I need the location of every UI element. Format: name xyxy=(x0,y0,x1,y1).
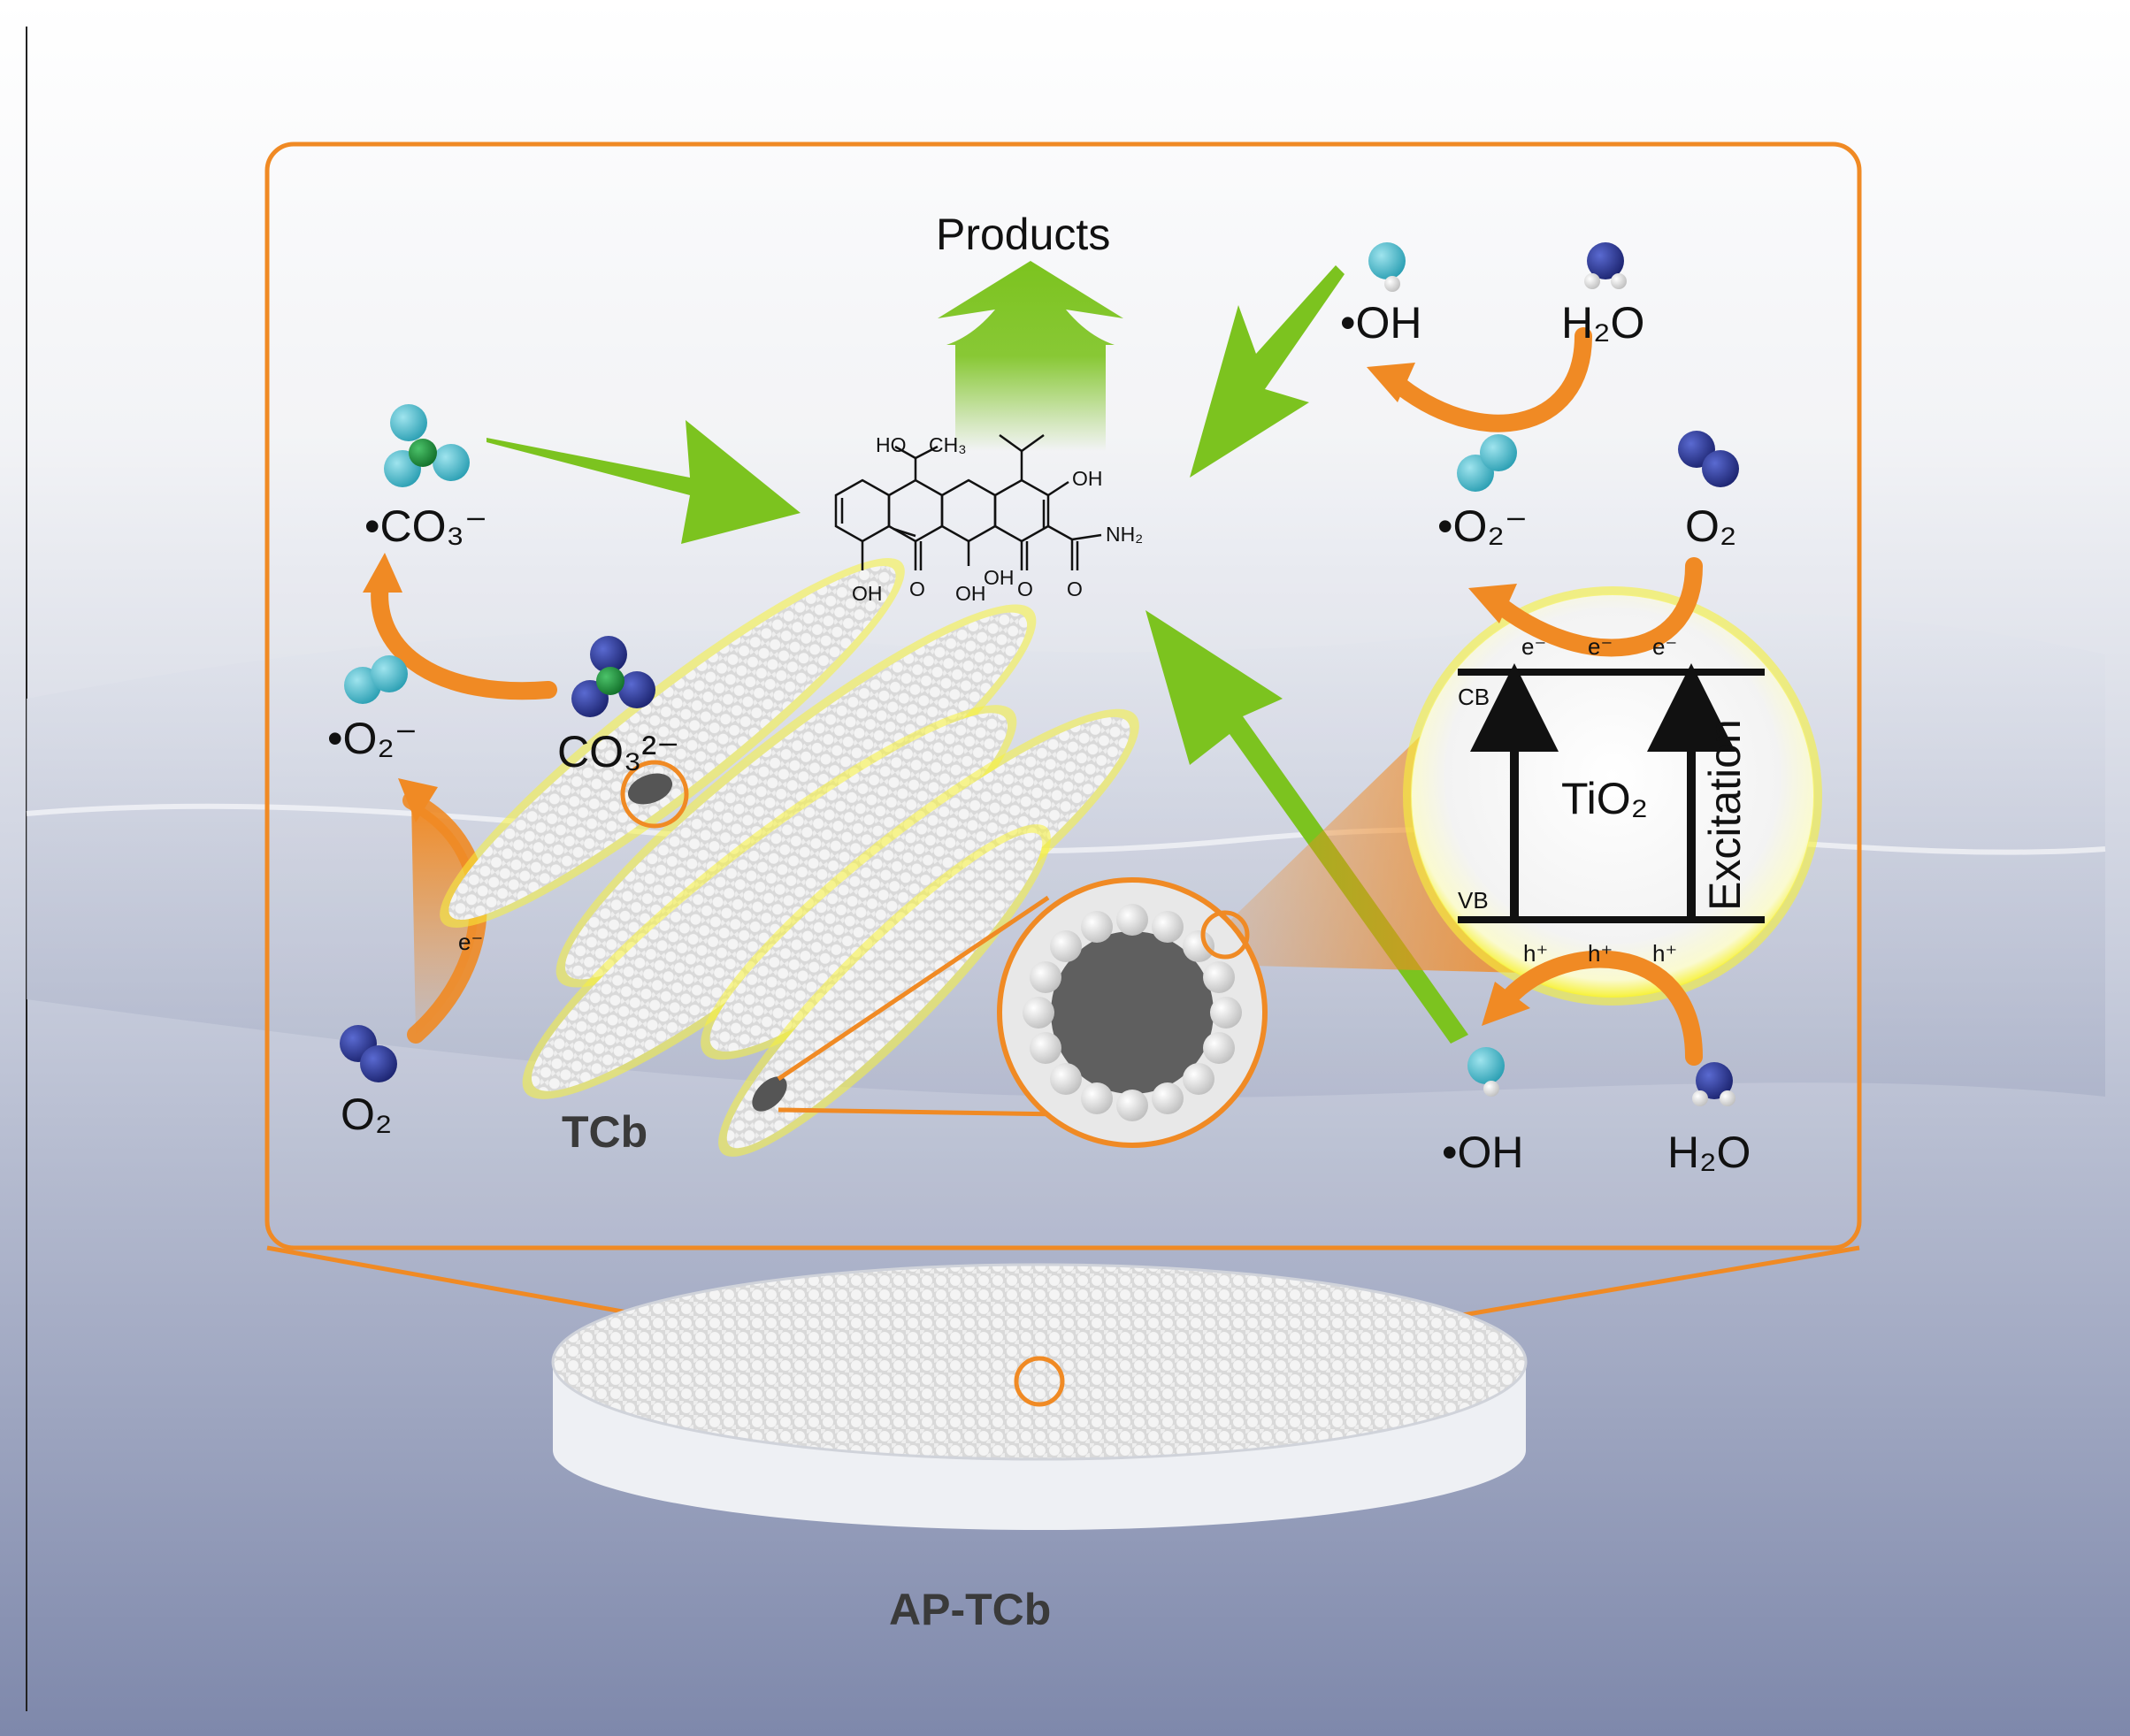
mol-o-2-label: O xyxy=(1017,577,1033,600)
arrow-up-icon xyxy=(938,261,1123,451)
zoom-connector-top xyxy=(777,895,1050,1082)
mol-oh-3-label: OH xyxy=(984,566,1015,589)
co3-radical-label: •CO₃⁻ xyxy=(364,501,488,551)
mol-nh2-label: NH₂ xyxy=(1106,523,1144,546)
tio2-label: TiO₂ xyxy=(1561,774,1649,823)
mol-o-3-label: O xyxy=(1067,577,1083,600)
zoom-connector-bottom xyxy=(778,1107,1062,1117)
hole-label-2: h⁺ xyxy=(1588,940,1613,967)
cycle-arrow-right-bottom xyxy=(1495,950,1703,1066)
vb-label: VB xyxy=(1458,887,1489,914)
co3-ion-label: CO₃²⁻ xyxy=(557,727,680,776)
o2-radical-molecule-left xyxy=(344,655,408,704)
products-label: Products xyxy=(936,210,1111,259)
o2-radical-molecule-right xyxy=(1457,434,1517,492)
oh-molecule-top xyxy=(1368,242,1406,292)
o2-label-left: O₂ xyxy=(341,1090,393,1139)
oh-label-top: •OH xyxy=(1340,298,1422,348)
o2-radical-label-right: •O₂⁻ xyxy=(1437,501,1529,551)
tetracycline-molecule xyxy=(834,433,1102,570)
electron-label-2: e⁻ xyxy=(1588,633,1613,660)
h2o-molecule-top xyxy=(1584,242,1627,289)
oh-label-bottom: •OH xyxy=(1442,1128,1524,1177)
electron-label-left: e⁻ xyxy=(458,929,484,955)
oh-molecule-bottom xyxy=(1467,1047,1505,1097)
mol-oh-2-label: OH xyxy=(955,582,986,605)
tcb-nanotubes xyxy=(440,558,1139,1157)
hole-label-1: h⁺ xyxy=(1523,940,1549,967)
h2o-label-bottom: H₂O xyxy=(1667,1128,1751,1177)
electron-label-3: e⁻ xyxy=(1652,633,1678,660)
mol-o-1-label: O xyxy=(909,577,925,600)
tube-cross-section xyxy=(997,877,1268,1148)
arrow-left-down-icon xyxy=(1190,265,1345,478)
o2-radical-label-left: •O₂⁻ xyxy=(327,714,418,763)
mol-oh-1-label: OH xyxy=(852,582,883,605)
water-wave xyxy=(26,803,2106,855)
mol-ch3-label: CH₃ xyxy=(929,433,967,456)
h2o-label-top: H₂O xyxy=(1561,298,1645,348)
o2-label-right: O₂ xyxy=(1685,501,1737,551)
hole-label-3: h⁺ xyxy=(1652,940,1678,967)
h2o-molecule-bottom xyxy=(1692,1062,1735,1106)
arrow-right-icon xyxy=(487,420,801,544)
co3-ion-molecule xyxy=(571,636,655,717)
o2-molecule-left xyxy=(340,1025,397,1082)
tube-opening-circle xyxy=(620,760,689,829)
cb-label: CB xyxy=(1458,684,1490,710)
co3-radical-molecule xyxy=(384,404,470,487)
mol-oh-right-label: OH xyxy=(1072,467,1103,490)
tcb-label: TCb xyxy=(562,1107,648,1157)
ap-tcb-disk xyxy=(551,1263,1528,1530)
cycle-arrow-left-top xyxy=(371,575,557,700)
o2-molecule-right xyxy=(1678,431,1739,487)
electron-label-1: e⁻ xyxy=(1521,633,1547,660)
disk-zoom-circle xyxy=(1014,1356,1065,1407)
ap-tcb-label: AP-TCb xyxy=(889,1585,1052,1634)
mol-ho-label: HO xyxy=(876,433,907,456)
cycle-arrow-right-top xyxy=(1384,327,1592,432)
cycle-arrow-right-middle xyxy=(1486,557,1703,657)
excitation-label: Excitation xyxy=(1700,719,1750,911)
